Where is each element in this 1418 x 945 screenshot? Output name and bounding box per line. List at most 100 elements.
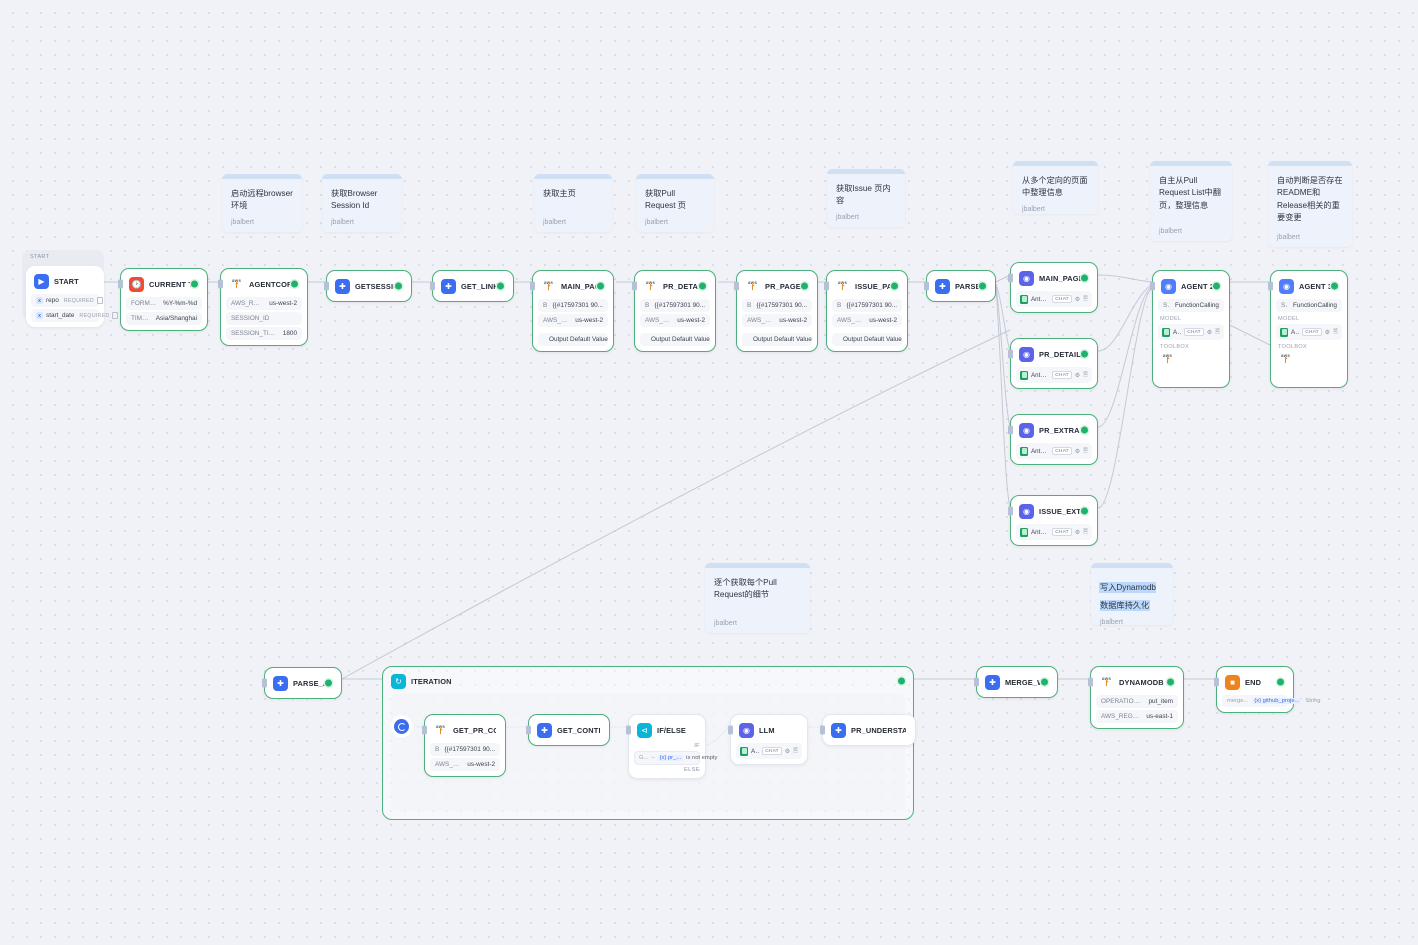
- param-row: AWS_REGION us-west-2: [226, 297, 302, 310]
- input-handle[interactable]: [1008, 273, 1013, 283]
- input-handle[interactable]: [974, 677, 979, 687]
- param-value: put_item: [1148, 698, 1173, 705]
- input-handle[interactable]: [1008, 349, 1013, 359]
- param-key: BROWSER_SE...: [837, 302, 841, 309]
- node-dynamodb-manager[interactable]: aws↾ DYNAMODB MANAGER OPERATION_T... put…: [1088, 666, 1184, 729]
- input-handle[interactable]: [1008, 506, 1013, 516]
- input-handle[interactable]: [430, 281, 435, 291]
- input-handle[interactable]: [526, 725, 531, 735]
- node-issue-page[interactable]: aws↾ ISSUE_PAGE BROWSER_SE... {{#1759730…: [824, 270, 908, 352]
- input-handle[interactable]: [218, 279, 223, 289]
- node-main-page[interactable]: aws↾ MAIN_PAGE BROWSER_SE... {{#17597301…: [530, 270, 614, 352]
- gear-icon[interactable]: ⚙: [1074, 372, 1081, 379]
- sticky-note[interactable]: 获取主页 jbalbert: [534, 174, 612, 232]
- input-handle[interactable]: [1268, 281, 1273, 291]
- node-end[interactable]: ■ END merge... {x} github_proje... Strin…: [1214, 666, 1321, 713]
- node-ifelse[interactable]: ⊲ IF/ELSE IF G... – {x} pr_... is not em…: [626, 714, 717, 779]
- output-handle[interactable]: [101, 277, 106, 286]
- gear-icon[interactable]: ⚙: [1074, 296, 1081, 303]
- node-pr-detail-page[interactable]: aws↾ PR_DETAIL_PAGE BROWSER_SE... {{#175…: [632, 270, 716, 352]
- node-llm[interactable]: ◉ LLM Anthropic Cla... CHAT ⚙ 🖹: [728, 714, 808, 765]
- model-selector[interactable]: Anthropic Cla... CHAT ⚙ 🖹: [1016, 291, 1092, 307]
- input-handle[interactable]: [1008, 425, 1013, 435]
- input-handle[interactable]: [422, 725, 427, 735]
- end-output-expression[interactable]: merge... {x} github_proje... String: [1222, 695, 1321, 707]
- iteration-start-handle[interactable]: [394, 719, 409, 734]
- gear-icon[interactable]: ⚙: [1074, 448, 1081, 455]
- node-getsessionid[interactable]: ✚ GETSESSIONID: [324, 270, 412, 302]
- model-selector[interactable]: Anthropic Cla... CHAT ⚙ 🖹: [1276, 324, 1342, 340]
- node-parse-all[interactable]: ✚ PARSE_ALL: [262, 667, 342, 699]
- node-get-content[interactable]: ✚ GET_CONTENT: [526, 714, 610, 746]
- note-text: 写入Dynamodb 数据库持久化: [1100, 583, 1156, 610]
- input-handle[interactable]: [626, 725, 631, 735]
- sticky-note[interactable]: 自动判断是否存在README和Release相关的重要变更 jbalbert: [1268, 161, 1352, 247]
- node-pr-extract[interactable]: ◉ PR_EXTRACT Anthropic Cla... CHAT ⚙ 🖹: [1008, 414, 1098, 465]
- node-agentcore-browser[interactable]: aws↾ AGENTCORE BROWSER SE AWS_REGION us-…: [218, 268, 308, 346]
- aws-icon: aws↾: [543, 279, 554, 292]
- input-handle[interactable]: [924, 281, 929, 291]
- model-selector[interactable]: Anthropic Cla... CHAT ⚙ 🖹: [1016, 367, 1092, 383]
- node-agent-2[interactable]: ◉ AGENT 2 STRATEGY FunctionCalling MODEL…: [1150, 270, 1230, 388]
- document-icon[interactable]: 🖹: [1215, 329, 1220, 335]
- aws-icon: aws↾: [1162, 353, 1173, 366]
- node-current-time[interactable]: 🕑 CURRENT TIME FORMAT %Y-%m-%d TIMEZONE …: [118, 268, 208, 331]
- document-icon[interactable]: 🖹: [793, 748, 798, 754]
- node-get-links[interactable]: ✚ GET_LINKS: [430, 270, 514, 302]
- node-start[interactable]: ▶ START x repo REQUIRED x start_date REQ…: [26, 266, 119, 327]
- sticky-note[interactable]: 启动远程browser环境 jbalbert: [222, 174, 302, 232]
- input-handle[interactable]: [728, 725, 733, 735]
- input-handle[interactable]: [824, 281, 829, 291]
- node-agent-3[interactable]: ◉ AGENT 3 STRATEGY FunctionCalling MODEL…: [1268, 270, 1348, 388]
- input-handle[interactable]: [1088, 677, 1093, 687]
- end-type: String: [1305, 698, 1321, 704]
- condition-expression[interactable]: G... – {x} pr_... is not empty: [634, 751, 717, 765]
- document-icon[interactable]: 🖹: [1083, 372, 1088, 378]
- document-icon[interactable]: 🖹: [1083, 448, 1088, 454]
- document-icon[interactable]: 🖹: [1083, 529, 1088, 535]
- sticky-note[interactable]: 从多个定向的页面中整理信息 jbalbert: [1013, 161, 1098, 214]
- start-field-start-date[interactable]: x start_date REQUIRED: [31, 309, 119, 322]
- model-selector[interactable]: Anthropic Cla... CHAT ⚙ 🖹: [1016, 524, 1092, 540]
- input-handle[interactable]: [262, 678, 267, 688]
- model-selector[interactable]: Anthropic Cla... CHAT ⚙ 🖹: [1016, 443, 1092, 459]
- sticky-note[interactable]: 获取Pull Request 页 jbalbert: [636, 174, 714, 232]
- model-selector[interactable]: Anthropic Cla... CHAT ⚙ 🖹: [1158, 324, 1224, 340]
- chat-badge: CHAT: [1052, 447, 1072, 455]
- gear-icon[interactable]: ⚙: [1324, 329, 1331, 336]
- sticky-note[interactable]: 获取Browser Session Id jbalbert: [322, 174, 402, 232]
- node-issue-extract[interactable]: ◉ ISSUE_EXTRACT Anthropic Cla... CHAT ⚙ …: [1008, 495, 1098, 546]
- node-main-page-extract[interactable]: ◉ MAIN_PAGE_EXTRACT Anthropic Cla... CHA…: [1008, 262, 1098, 313]
- input-handle[interactable]: [324, 281, 329, 291]
- sticky-note[interactable]: 逐个获取每个Pull Request的细节 jbalbert: [705, 563, 810, 633]
- model-selector[interactable]: Anthropic Cla... CHAT ⚙ 🖹: [736, 743, 802, 759]
- input-handle[interactable]: [530, 281, 535, 291]
- input-handle[interactable]: [632, 281, 637, 291]
- node-merge-write[interactable]: ✚ MERGE_WRITE: [974, 666, 1058, 698]
- node-get-pr-content[interactable]: aws↾ GET_PR_CONTENT BROWSER_SE... {{#175…: [422, 714, 506, 777]
- sticky-note-selected[interactable]: 写入Dynamodb 数据库持久化 jbalbert: [1091, 563, 1173, 626]
- gear-icon[interactable]: ⚙: [1074, 529, 1081, 536]
- sticky-note[interactable]: 获取Issue 页内容 jbalbert: [827, 169, 905, 227]
- node-pr-page[interactable]: aws↾ PR_PAGE BROWSER_SE... {{#17597301 9…: [734, 270, 818, 352]
- input-handle[interactable]: [820, 725, 825, 735]
- node-pr-understanding-parse[interactable]: ✚ PR_UNDERSTANDING_PARS: [820, 714, 916, 746]
- param-key: AWS_REGION: [747, 317, 773, 324]
- input-handle[interactable]: [1214, 677, 1219, 687]
- else-branch-label: ELSE: [683, 767, 700, 773]
- input-handle[interactable]: [1150, 281, 1155, 291]
- node-title: LLM: [759, 725, 775, 735]
- node-pr-detail-extract[interactable]: ◉ PR_DETAIL_EXTRACT Anthropic Cla... CHA…: [1008, 338, 1098, 389]
- gear-icon[interactable]: ⚙: [1206, 329, 1213, 336]
- node-parse[interactable]: ✚ PARSE: [924, 270, 996, 302]
- input-handle[interactable]: [734, 281, 739, 291]
- start-field-repo[interactable]: x repo REQUIRED: [31, 294, 103, 307]
- sticky-note[interactable]: 自主从Pull Request List中翻页，整理信息 jbalbert: [1150, 161, 1232, 241]
- gear-icon[interactable]: ⚙: [784, 748, 791, 755]
- document-icon[interactable]: 🖹: [1333, 329, 1338, 335]
- document-icon[interactable]: 🖹: [1083, 296, 1088, 302]
- node-title: GET_LINKS: [461, 281, 504, 291]
- toolbox-group-label: TOOLBOX: [1278, 344, 1308, 350]
- input-handle[interactable]: [118, 279, 123, 289]
